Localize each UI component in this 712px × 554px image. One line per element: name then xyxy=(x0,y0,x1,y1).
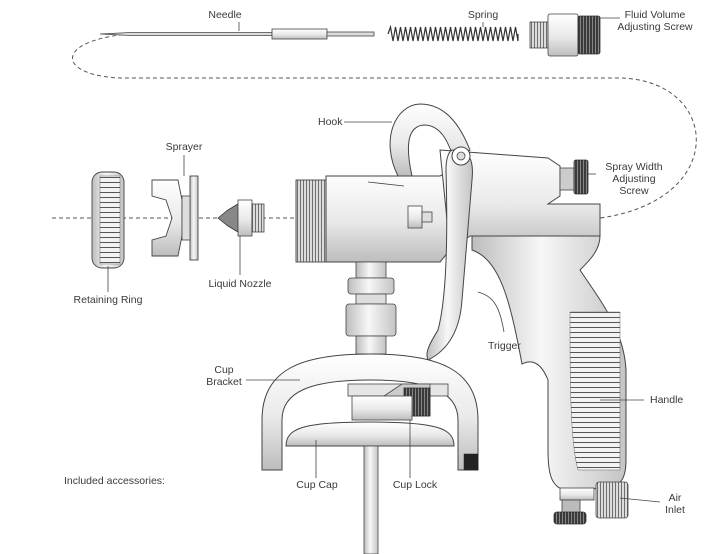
gun-body xyxy=(295,103,629,525)
fluid-volume-screw-label: Fluid Volume Adjusting Screw xyxy=(615,9,695,33)
spray-width-screw-label-line-3: Screw xyxy=(619,185,649,197)
spring-part xyxy=(387,24,519,42)
hook-label: Hook xyxy=(318,116,343,128)
air-inlet-label: Air Inlet xyxy=(660,492,690,516)
cup-bracket-label: Cup Bracket xyxy=(202,364,246,388)
air-inlet-label-line-2: Inlet xyxy=(665,504,685,516)
needle-part xyxy=(99,28,375,40)
fluid-volume-screw-label-line-1: Fluid Volume xyxy=(624,9,686,21)
needle-label: Needle xyxy=(208,9,242,21)
spray-width-screw-label: Spray Width Adjusting Screw xyxy=(598,161,670,197)
dashed-connector-line xyxy=(72,33,697,219)
cup-bracket-label-line-1: Cup xyxy=(214,364,234,376)
spray-width-screw-label-line-1: Spray Width xyxy=(605,161,663,173)
trigger-label: Trigger xyxy=(488,340,521,352)
spring-label: Spring xyxy=(467,9,499,21)
retaining-ring-part xyxy=(91,171,125,269)
cup-cap-part xyxy=(285,421,455,554)
cup-cap-label: Cup Cap xyxy=(296,479,338,491)
sprayer-label: Sprayer xyxy=(165,141,203,153)
fluid-volume-screw-part xyxy=(529,13,601,57)
cup-lock-label: Cup Lock xyxy=(392,479,438,491)
cup-coupling xyxy=(345,261,397,355)
liquid-nozzle-label: Liquid Nozzle xyxy=(208,278,272,290)
spray-width-screw-label-line-2: Adjusting xyxy=(612,173,656,185)
cup-lock-part xyxy=(347,383,449,421)
included-accessories-label: Included accessories: xyxy=(64,475,165,487)
handle-label: Handle xyxy=(650,394,684,406)
leader-lines xyxy=(246,121,661,503)
retaining-ring-label: Retaining Ring xyxy=(73,294,143,306)
liquid-nozzle-part xyxy=(217,199,265,237)
air-inlet-label-line-1: Air xyxy=(668,492,682,504)
sprayer-part xyxy=(151,175,199,261)
fluid-volume-screw-label-line-2: Adjusting Screw xyxy=(617,21,693,33)
cup-bracket-label-line-2: Bracket xyxy=(206,376,242,388)
cup-bracket-part xyxy=(261,353,479,471)
